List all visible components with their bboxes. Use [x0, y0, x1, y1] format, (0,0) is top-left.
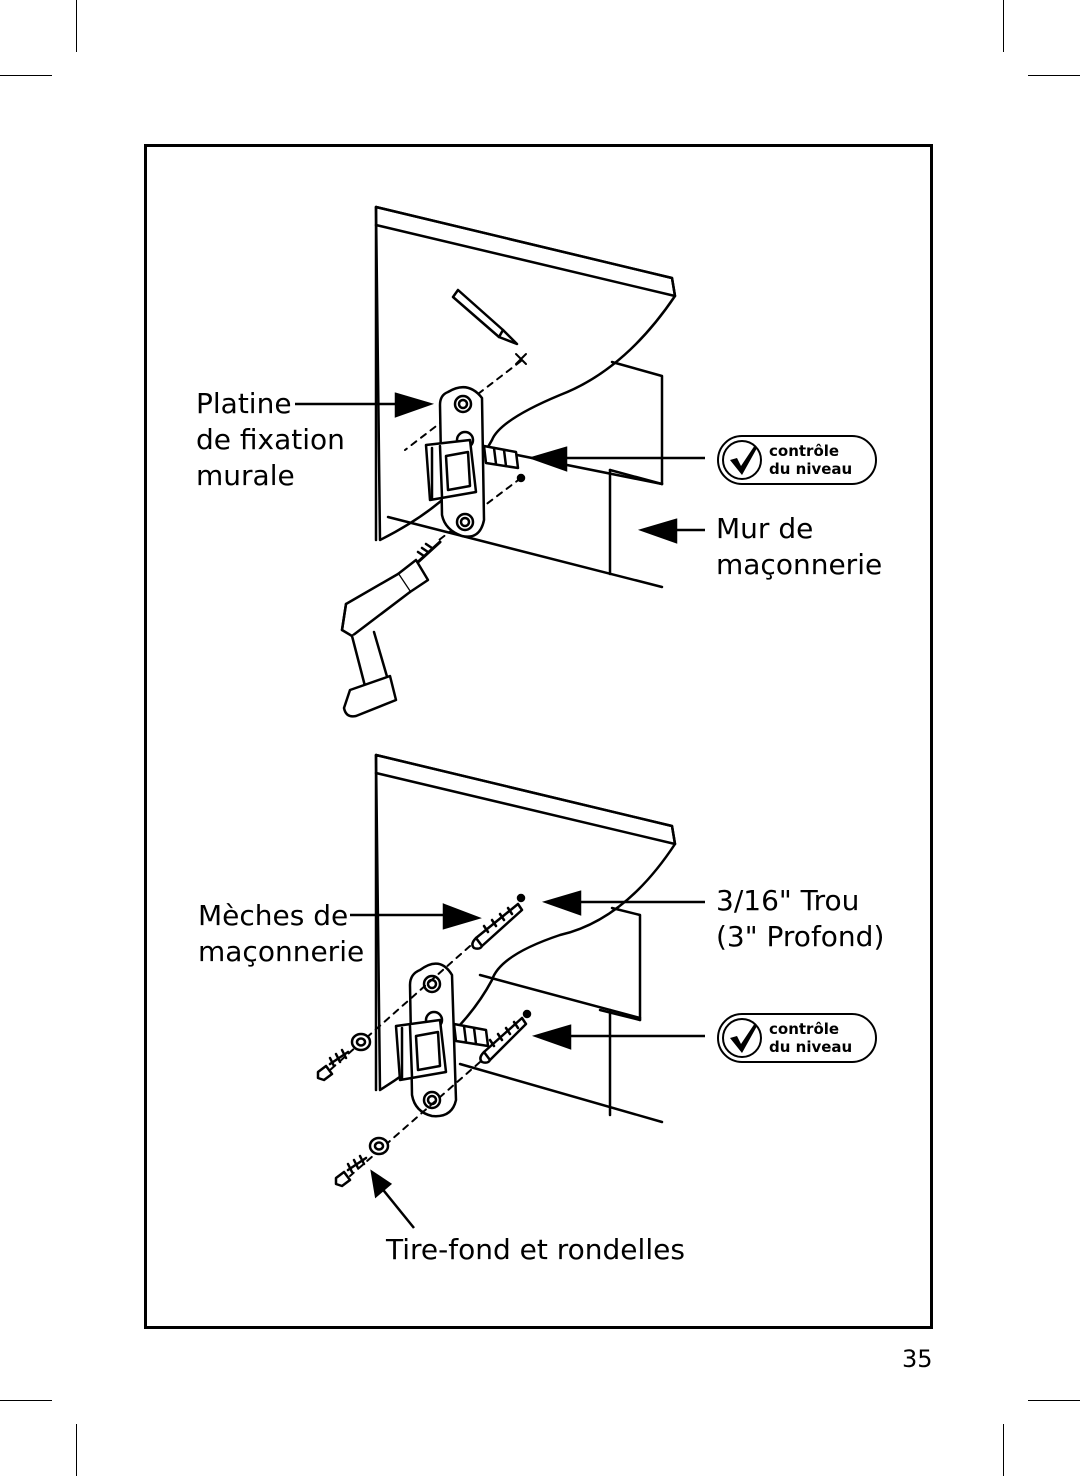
- crop-mark: [0, 1400, 52, 1401]
- washer-icon: [368, 1136, 390, 1156]
- mounting-plate-top: [424, 385, 520, 538]
- crop-mark: [1003, 1424, 1004, 1476]
- label-mur: Mur de maçonnerie: [716, 511, 882, 583]
- label-trou: 3/16" Trou (3" Profond): [716, 883, 884, 955]
- washer-icon: [350, 1032, 372, 1052]
- masonry-wall-bottom: [458, 906, 664, 1124]
- badge-text: contrôle du niveau: [769, 442, 852, 478]
- anchor-icon: [471, 902, 524, 950]
- label-tirefond: Tire-fond et rondelles: [386, 1233, 685, 1266]
- page-number: 35: [902, 1345, 933, 1373]
- lag-bolt-icon: [316, 1048, 350, 1082]
- mounting-plate-bottom: [394, 962, 490, 1118]
- checkmark-icon: [722, 1018, 762, 1058]
- label-line: de fixation: [196, 423, 345, 456]
- level-check-badge: contrôle du niveau: [717, 435, 877, 485]
- crop-mark: [1003, 0, 1004, 52]
- label-line: 3/16" Trou: [716, 884, 860, 917]
- badge-line: du niveau: [769, 460, 853, 478]
- label-line: Mur de: [716, 512, 814, 545]
- label-line: maçonnerie: [716, 548, 883, 581]
- label-meches: Mèches de maçonnerie: [198, 898, 364, 970]
- label-line: (3" Profond): [716, 920, 885, 953]
- label-line: Platine: [196, 387, 292, 420]
- crop-mark: [1028, 75, 1080, 76]
- badge-line: contrôle: [769, 442, 840, 460]
- wall-panel-top: [374, 205, 677, 542]
- checkmark-icon: [722, 440, 762, 480]
- badge-line: contrôle: [769, 1020, 840, 1038]
- crop-mark: [76, 0, 77, 52]
- label-line: Mèches de: [198, 899, 349, 932]
- label-platine: Platine de fixation murale: [196, 386, 345, 494]
- badge-line: du niveau: [769, 1038, 853, 1056]
- illustration-frame: [144, 144, 933, 1329]
- crop-mark: [0, 75, 52, 76]
- pencil-icon: [451, 288, 519, 346]
- crop-mark: [1028, 1400, 1080, 1401]
- label-line: maçonnerie: [198, 935, 365, 968]
- anchor-icon: [479, 1016, 528, 1064]
- label-line: murale: [196, 459, 295, 492]
- lag-bolt-icon: [334, 1154, 368, 1188]
- badge-text: contrôle du niveau: [769, 1020, 852, 1056]
- drill-icon: [340, 540, 442, 718]
- crop-mark: [76, 1424, 77, 1476]
- level-check-badge: contrôle du niveau: [717, 1013, 877, 1063]
- masonry-wall-top: [386, 360, 664, 589]
